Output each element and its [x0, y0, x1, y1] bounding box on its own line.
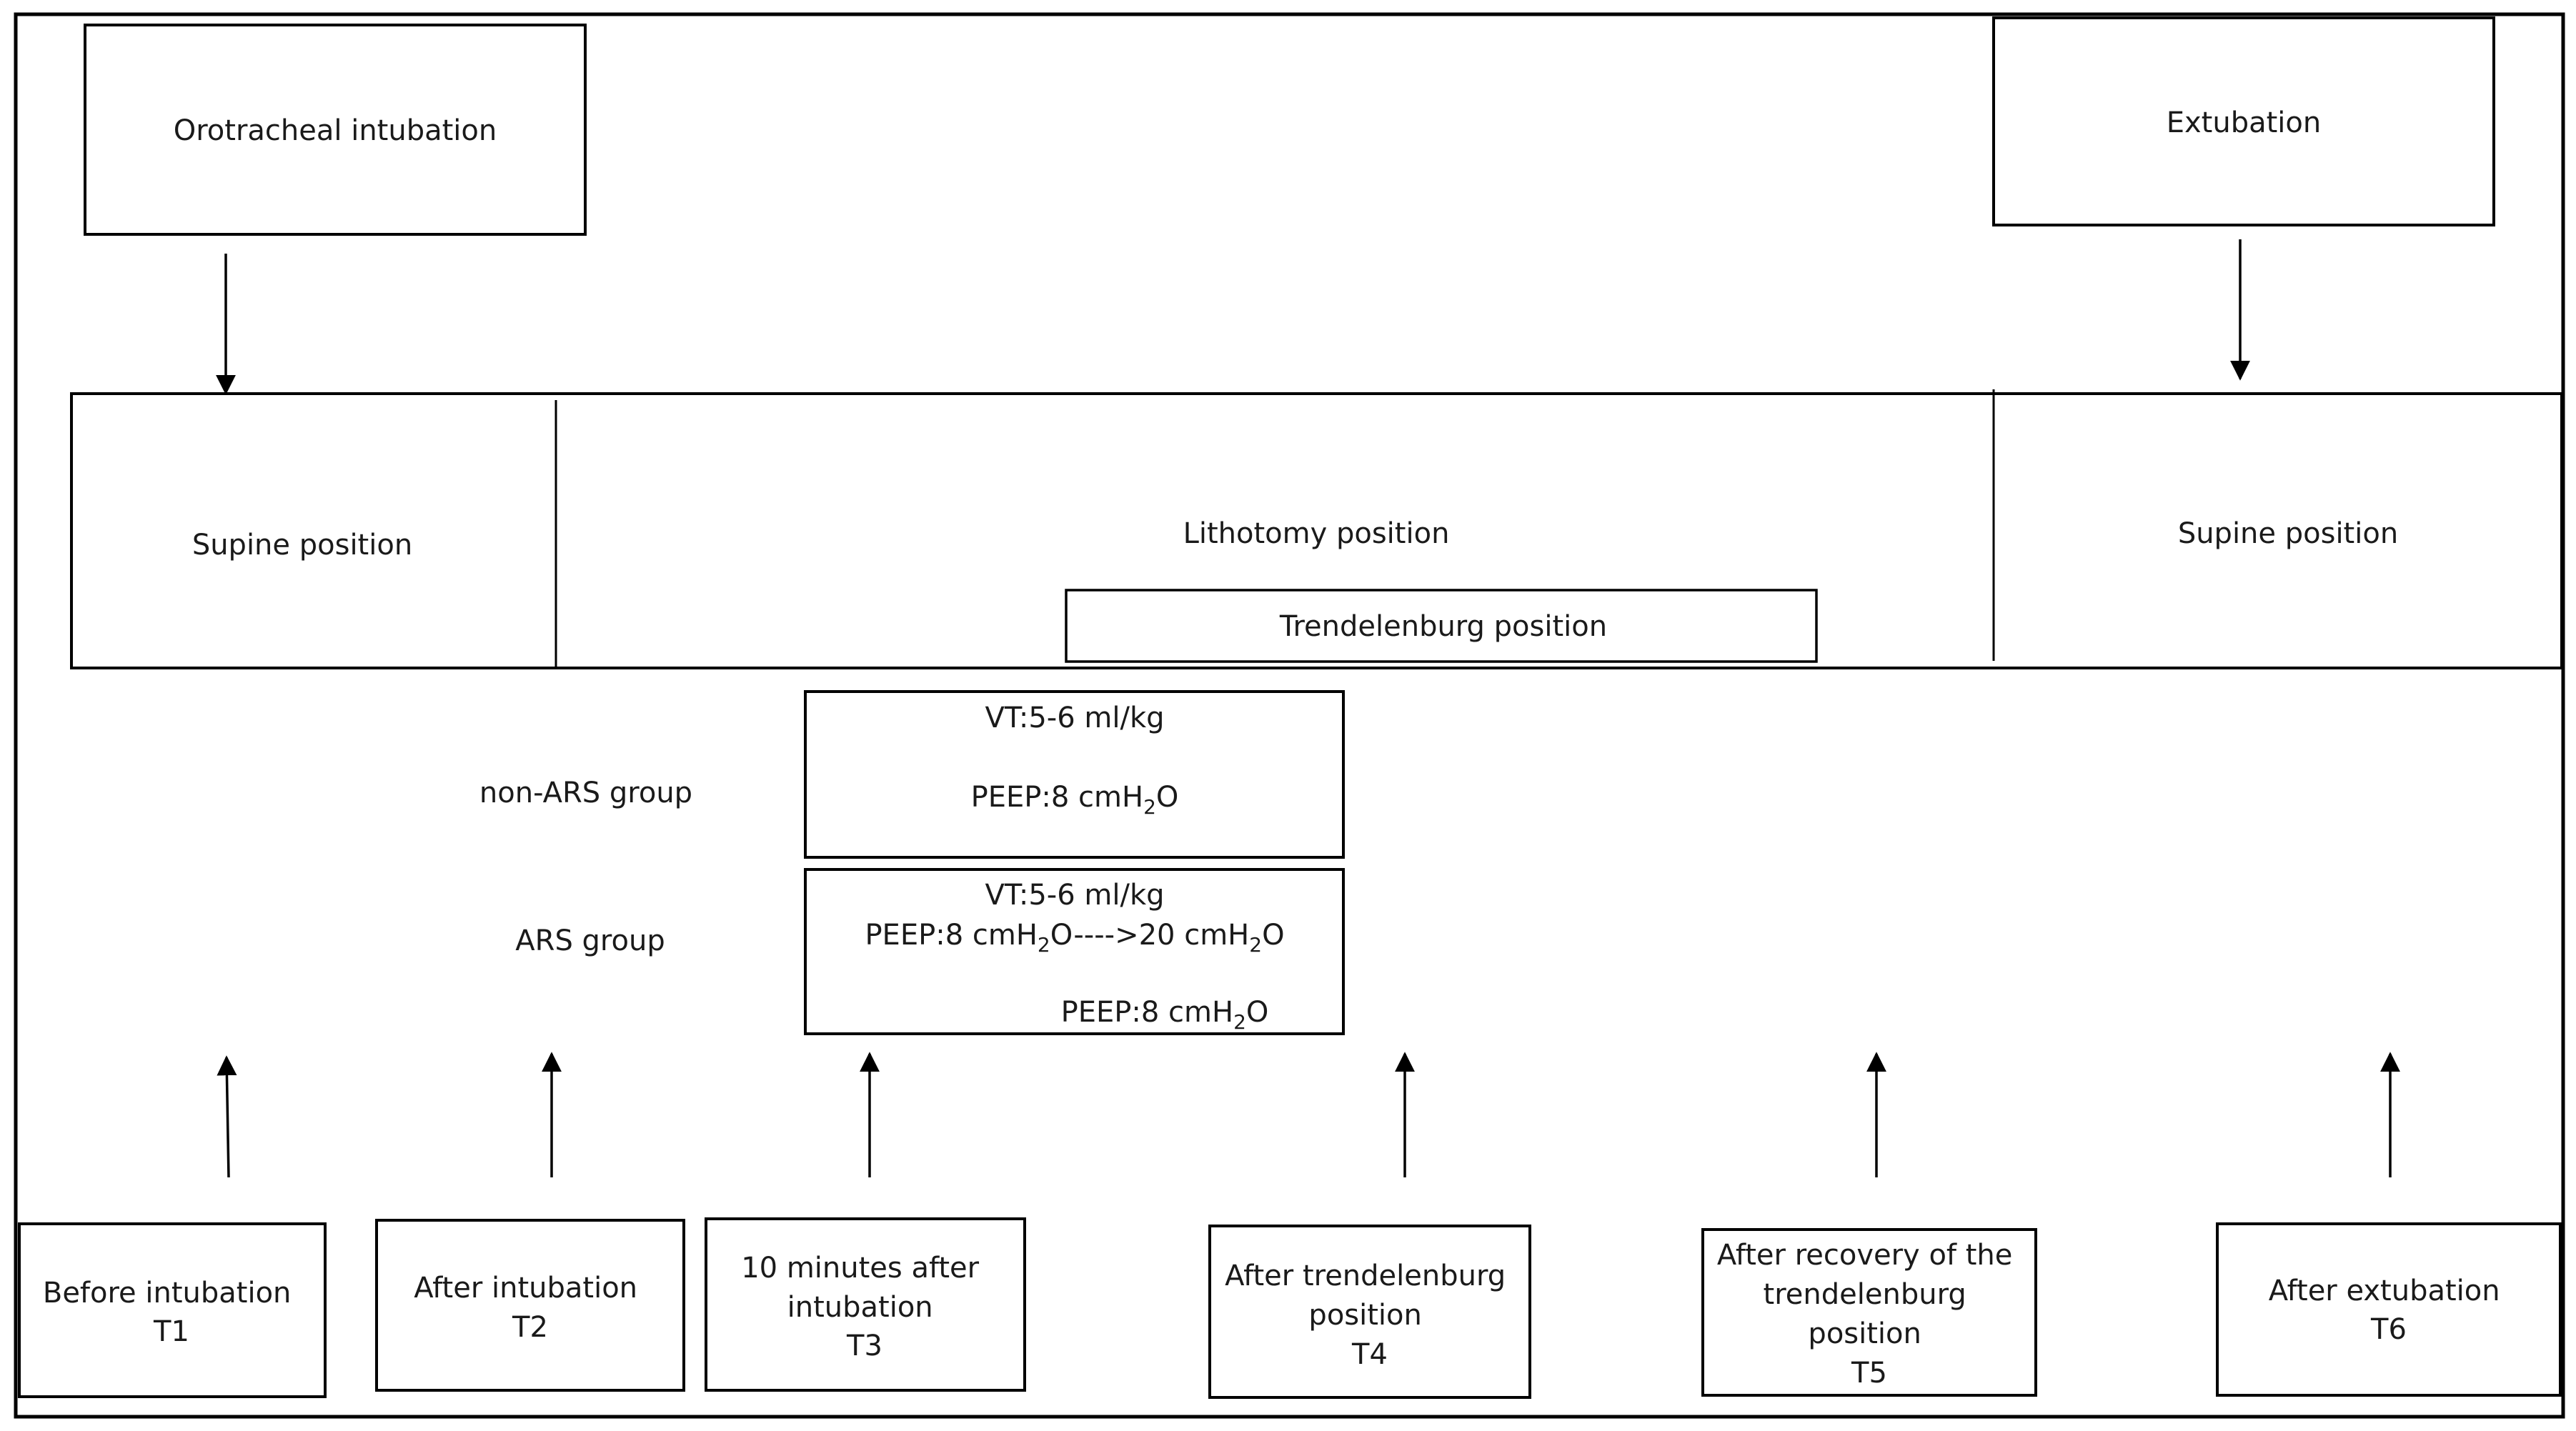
timepoint-label-t2: After intubation T2 — [414, 1272, 647, 1344]
timepoint-box-t6: After extubation T6 — [2216, 1222, 2562, 1397]
extubation-box: Extubation — [1992, 16, 2495, 226]
timepoint-box-t3: 10 minutes after intubation T3 — [705, 1217, 1026, 1392]
timepoint-box-t2: After intubation T2 — [375, 1219, 685, 1392]
ars-settings-box: VT:5-6 ml/kg PEEP:8 cmH2O---->20 cmH2O P… — [804, 868, 1345, 1035]
timepoint-label-t6: After extubation T6 — [2269, 1275, 2510, 1346]
timepoint-label-t1: Before intubation T1 — [43, 1277, 300, 1348]
timepoint-label-t3: 10 minutes after intubation T3 — [741, 1252, 988, 1362]
non-ars-group-label: non-ARS group — [479, 777, 692, 809]
ars-peep-recruitment: PEEP:8 cmH2O---->20 cmH2O — [865, 919, 1284, 957]
ars-peep-maintenance: PEEP:8 cmH2O — [1061, 996, 1269, 1034]
timepoint-label-t4: After trendelenburg position T4 — [1225, 1260, 1515, 1371]
timepoint-box-t4: After trendelenburg position T4 — [1208, 1225, 1531, 1399]
extubation-label: Extubation — [2167, 106, 2322, 139]
ars-group-label: ARS group — [515, 924, 665, 957]
timepoint-box-t1: Before intubation T1 — [18, 1222, 327, 1398]
outer-frame — [14, 12, 2565, 1419]
t1-up-arrow — [217, 1055, 237, 1178]
intubation-label: Orotracheal intubation — [174, 114, 497, 147]
non-ars-peep: PEEP:8 cmH2O — [971, 781, 1179, 819]
trendelenburg-box — [1065, 589, 1818, 663]
lithotomy-position: Lithotomy position — [1183, 517, 1450, 550]
position-band: Supine position Lithotomy position Supin… — [70, 389, 2563, 669]
trendelenburg-position: Trendelenburg position — [1279, 610, 1607, 643]
timepoint-label-t5: After recovery of the trendelenburg posi… — [1717, 1239, 2021, 1390]
non-ars-settings-box: VT:5-6 ml/kg PEEP:8 cmH2O — [804, 690, 1345, 859]
timepoint-box-t5: After recovery of the trendelenburg posi… — [1701, 1228, 2037, 1397]
non-ars-vt: VT:5-6 ml/kg — [985, 702, 1164, 734]
supine-position-left: Supine position — [192, 529, 412, 562]
supine-position-right: Supine position — [2178, 517, 2398, 550]
ars-vt: VT:5-6 ml/kg — [985, 879, 1164, 912]
intubation-box: Orotracheal intubation — [84, 24, 587, 236]
